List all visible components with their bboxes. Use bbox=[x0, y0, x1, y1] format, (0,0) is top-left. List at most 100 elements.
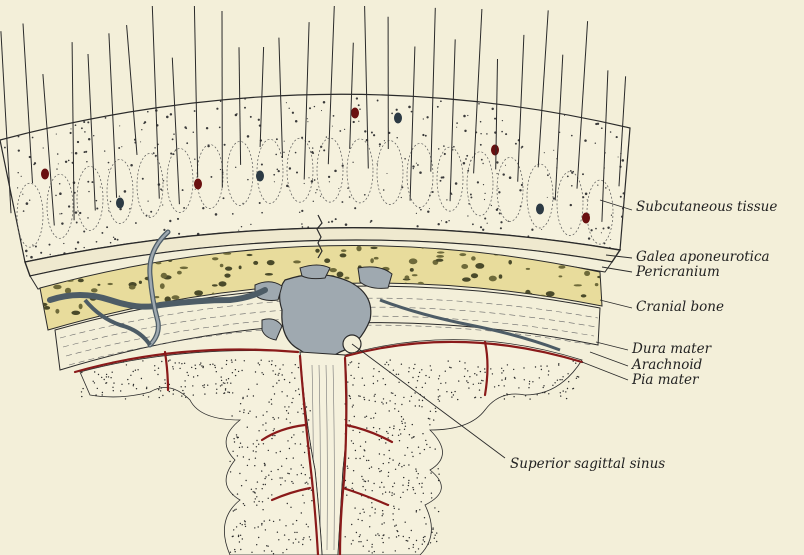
stipple-dot bbox=[458, 81, 460, 83]
brain-dot bbox=[261, 470, 262, 471]
brain-dot bbox=[287, 440, 288, 441]
stipple-dot bbox=[570, 204, 572, 206]
brain-dot bbox=[398, 464, 399, 465]
stipple-dot bbox=[470, 196, 472, 198]
diploe-spot bbox=[315, 249, 319, 253]
brain-dot bbox=[291, 402, 292, 403]
brain-dot bbox=[379, 428, 380, 429]
brain-dot bbox=[532, 381, 533, 382]
brain-dot bbox=[232, 372, 233, 373]
brain-dot bbox=[412, 424, 413, 425]
brain-dot bbox=[363, 546, 364, 547]
brain-dot bbox=[239, 473, 240, 474]
stipple-dot bbox=[152, 94, 153, 95]
brain-dot bbox=[154, 370, 155, 371]
brain-dot bbox=[242, 397, 243, 398]
brain-dot bbox=[258, 362, 259, 363]
label-subcutaneous-tissue: Subcutaneous tissue bbox=[636, 201, 777, 215]
brain-dot bbox=[385, 384, 386, 385]
brain-dot bbox=[385, 442, 386, 443]
brain-dot bbox=[503, 370, 504, 371]
stipple-dot bbox=[177, 90, 179, 92]
brain-dot bbox=[187, 372, 188, 373]
stipple-dot bbox=[578, 80, 579, 81]
brain-dot bbox=[537, 394, 538, 395]
stipple-dot bbox=[584, 139, 587, 142]
hair-shaft bbox=[1, 31, 11, 213]
brain-dot bbox=[220, 385, 221, 386]
brain-dot bbox=[415, 468, 416, 469]
brain-dot bbox=[374, 512, 375, 513]
pigment-spot bbox=[41, 169, 49, 180]
brain-dot bbox=[351, 543, 352, 544]
stipple-dot bbox=[11, 98, 12, 99]
stipple-dot bbox=[550, 105, 551, 106]
brain-dot bbox=[347, 381, 348, 382]
brain-dot bbox=[113, 390, 114, 391]
brain-dot bbox=[559, 379, 560, 380]
stipple-dot bbox=[611, 215, 612, 216]
brain-dot bbox=[409, 537, 410, 538]
stipple-dot bbox=[170, 153, 172, 155]
stipple-dot bbox=[522, 97, 524, 99]
stipple-dot bbox=[364, 194, 366, 196]
stipple-dot bbox=[535, 66, 536, 67]
stipple-dot bbox=[147, 200, 148, 201]
stipple-dot bbox=[628, 105, 630, 107]
stipple-dot bbox=[213, 81, 215, 83]
stipple-dot bbox=[10, 113, 12, 115]
brain-dot bbox=[265, 430, 266, 431]
brain-dot bbox=[108, 376, 109, 377]
brain-dot bbox=[161, 361, 162, 362]
brain-dot bbox=[142, 360, 143, 361]
brain-dot bbox=[95, 394, 96, 395]
brain-dot bbox=[428, 543, 429, 544]
brain-dot bbox=[396, 536, 397, 537]
brain-dot bbox=[429, 424, 430, 425]
stipple-dot bbox=[83, 230, 85, 232]
brain-dot bbox=[408, 485, 409, 486]
stipple-dot bbox=[345, 223, 348, 226]
brain-dot bbox=[304, 502, 305, 503]
stipple-dot bbox=[216, 108, 218, 110]
brain-dot bbox=[377, 380, 378, 381]
stipple-dot bbox=[1, 102, 3, 104]
brain-dot bbox=[433, 419, 434, 420]
stipple-dot bbox=[59, 192, 62, 195]
stipple-dot bbox=[108, 210, 109, 211]
stipple-dot bbox=[489, 68, 490, 69]
brain-dot bbox=[351, 488, 352, 489]
stipple-dot bbox=[328, 176, 330, 178]
stipple-dot bbox=[475, 64, 477, 66]
diploe-spot bbox=[129, 285, 136, 289]
stipple-dot bbox=[274, 181, 275, 182]
diploe-spot bbox=[246, 254, 252, 256]
brain-dot bbox=[179, 362, 180, 363]
stipple-dot bbox=[87, 217, 89, 219]
brain-dot bbox=[289, 473, 290, 474]
stipple-dot bbox=[408, 106, 411, 109]
stipple-dot bbox=[87, 94, 88, 95]
brain-dot bbox=[352, 540, 353, 541]
brain-dot bbox=[415, 493, 416, 494]
stipple-dot bbox=[629, 62, 630, 63]
brain-dot bbox=[94, 382, 95, 383]
brain-dot bbox=[416, 471, 417, 472]
stipple-dot bbox=[514, 100, 515, 101]
brain-dot bbox=[398, 435, 399, 436]
brain-dot bbox=[258, 444, 259, 445]
stipple-dot bbox=[307, 121, 308, 122]
brain-dot bbox=[255, 498, 256, 499]
stipple-dot bbox=[595, 123, 597, 125]
stipple-dot bbox=[169, 98, 172, 101]
brain-dot bbox=[162, 395, 163, 396]
stipple-dot bbox=[328, 221, 330, 223]
brain-dot bbox=[302, 539, 303, 540]
brain-dot bbox=[195, 368, 196, 369]
brain-dot bbox=[264, 463, 265, 464]
stipple-dot bbox=[467, 170, 469, 172]
brain-dot bbox=[407, 489, 408, 490]
brain-dot bbox=[230, 471, 231, 472]
stipple-dot bbox=[478, 103, 480, 105]
